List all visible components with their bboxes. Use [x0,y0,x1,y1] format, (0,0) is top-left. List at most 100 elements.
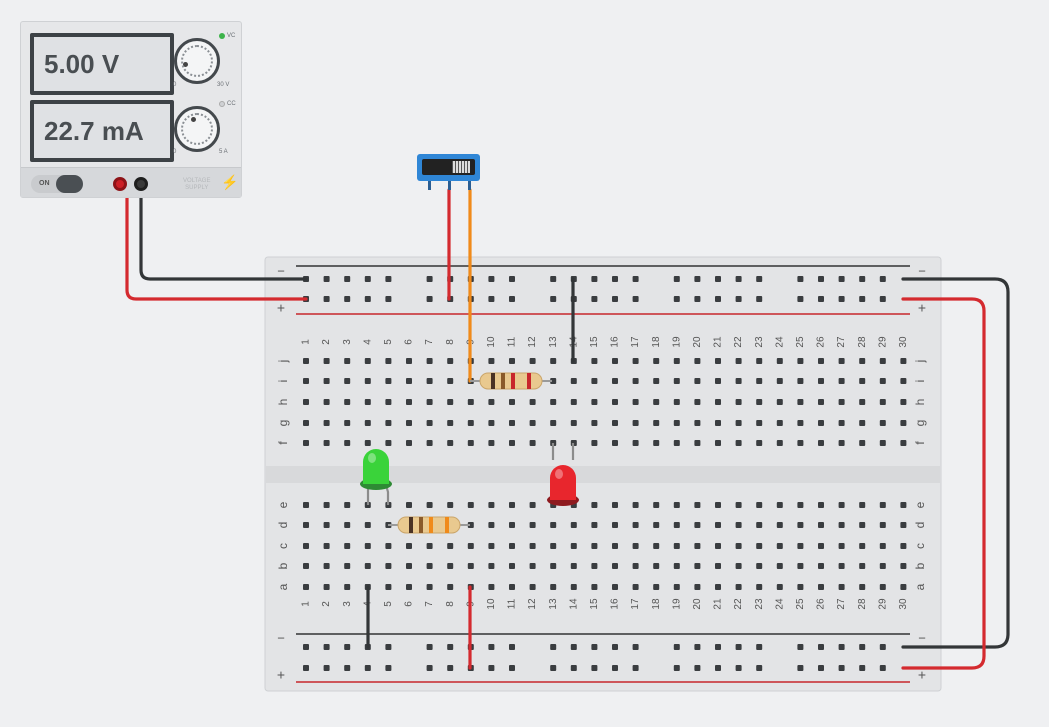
breadboard-hole[interactable] [323,665,330,671]
breadboard-hole[interactable] [591,296,598,302]
breadboard-hole[interactable] [673,522,680,528]
breadboard-hole[interactable] [385,665,392,671]
breadboard-hole[interactable] [879,420,886,426]
breadboard-hole[interactable] [303,563,309,569]
breadboard-hole[interactable] [776,584,783,590]
breadboard-hole[interactable] [550,563,557,569]
breadboard-hole[interactable] [756,644,763,650]
breadboard-hole[interactable] [818,378,824,384]
breadboard-hole[interactable] [488,584,495,590]
breadboard-hole[interactable] [364,378,371,384]
breadboard-hole[interactable] [797,296,804,302]
negative-terminal[interactable] [134,177,148,191]
positive-terminal[interactable] [113,177,127,191]
breadboard-hole[interactable] [467,563,474,569]
breadboard-hole[interactable] [591,440,598,446]
breadboard-hole[interactable] [632,399,639,405]
breadboard-hole[interactable] [426,644,433,650]
breadboard-hole[interactable] [673,563,680,569]
breadboard-hole[interactable] [488,522,495,528]
breadboard-hole[interactable] [447,584,454,590]
breadboard-hole[interactable] [715,378,721,384]
breadboard-hole[interactable] [879,522,886,528]
breadboard-hole[interactable] [447,665,454,671]
breadboard-hole[interactable] [838,440,845,446]
breadboard-hole[interactable] [426,440,433,446]
breadboard-hole[interactable] [715,522,721,528]
breadboard-hole[interactable] [694,644,701,650]
breadboard-hole[interactable] [776,358,783,364]
breadboard-hole[interactable] [344,665,351,671]
breadboard-hole[interactable] [406,584,412,590]
breadboard-hole[interactable] [653,440,660,446]
breadboard-hole[interactable] [735,276,742,282]
breadboard-hole[interactable] [303,644,309,650]
breadboard-hole[interactable] [323,420,330,426]
breadboard-hole[interactable] [673,399,680,405]
breadboard-hole[interactable] [879,399,886,405]
breadboard-hole[interactable] [879,665,886,671]
breadboard-hole[interactable] [550,522,557,528]
breadboard-hole[interactable] [818,563,824,569]
breadboard-hole[interactable] [797,276,804,282]
breadboard-hole[interactable] [344,644,351,650]
breadboard-hole[interactable] [694,378,701,384]
breadboard-hole[interactable] [467,440,474,446]
breadboard-hole[interactable] [632,296,639,302]
breadboard-hole[interactable] [488,296,495,302]
breadboard-hole[interactable] [488,440,495,446]
breadboard-hole[interactable] [653,584,660,590]
breadboard-hole[interactable] [694,440,701,446]
breadboard-hole[interactable] [859,358,866,364]
breadboard-hole[interactable] [900,502,907,508]
breadboard-hole[interactable] [529,563,536,569]
breadboard-hole[interactable] [879,440,886,446]
voltage-knob[interactable] [174,38,220,84]
breadboard-hole[interactable] [735,563,742,569]
breadboard-hole[interactable] [900,584,907,590]
breadboard-hole[interactable] [406,399,412,405]
breadboard-hole[interactable] [694,522,701,528]
breadboard-hole[interactable] [900,543,907,549]
breadboard-hole[interactable] [509,543,515,549]
breadboard-hole[interactable] [426,584,433,590]
breadboard-hole[interactable] [735,584,742,590]
breadboard-hole[interactable] [838,420,845,426]
breadboard-hole[interactable] [879,276,886,282]
breadboard-hole[interactable] [303,440,309,446]
breadboard-hole[interactable] [715,420,721,426]
breadboard-hole[interactable] [653,399,660,405]
breadboard-hole[interactable] [344,584,351,590]
breadboard-hole[interactable] [385,358,392,364]
breadboard-hole[interactable] [900,522,907,528]
breadboard-hole[interactable] [550,665,557,671]
breadboard-hole[interactable] [776,522,783,528]
breadboard-hole[interactable] [735,420,742,426]
breadboard-hole[interactable] [673,543,680,549]
breadboard-hole[interactable] [859,440,866,446]
supply-positive-wire[interactable] [125,182,308,301]
breadboard-hole[interactable] [838,665,845,671]
breadboard-hole[interactable] [467,420,474,426]
breadboard-hole[interactable] [467,399,474,405]
breadboard-hole[interactable] [673,420,680,426]
breadboard-hole[interactable] [509,644,515,650]
red-led[interactable] [547,443,579,506]
breadboard-hole[interactable] [550,584,557,590]
wires-layer[interactable] [125,182,1010,670]
breadboard-hole[interactable] [426,563,433,569]
breadboard-hole[interactable] [591,543,598,549]
breadboard-hole[interactable] [550,276,557,282]
breadboard-hole[interactable] [323,399,330,405]
breadboard-hole[interactable] [344,296,351,302]
breadboard-hole[interactable] [900,378,907,384]
breadboard-hole[interactable] [694,543,701,549]
breadboard-hole[interactable] [818,584,824,590]
components-layer[interactable] [360,372,579,534]
breadboard-hole[interactable] [364,665,371,671]
breadboard-hole[interactable] [756,399,763,405]
breadboard-hole[interactable] [818,399,824,405]
breadboard-hole[interactable] [612,644,618,650]
breadboard-hole[interactable] [838,563,845,569]
